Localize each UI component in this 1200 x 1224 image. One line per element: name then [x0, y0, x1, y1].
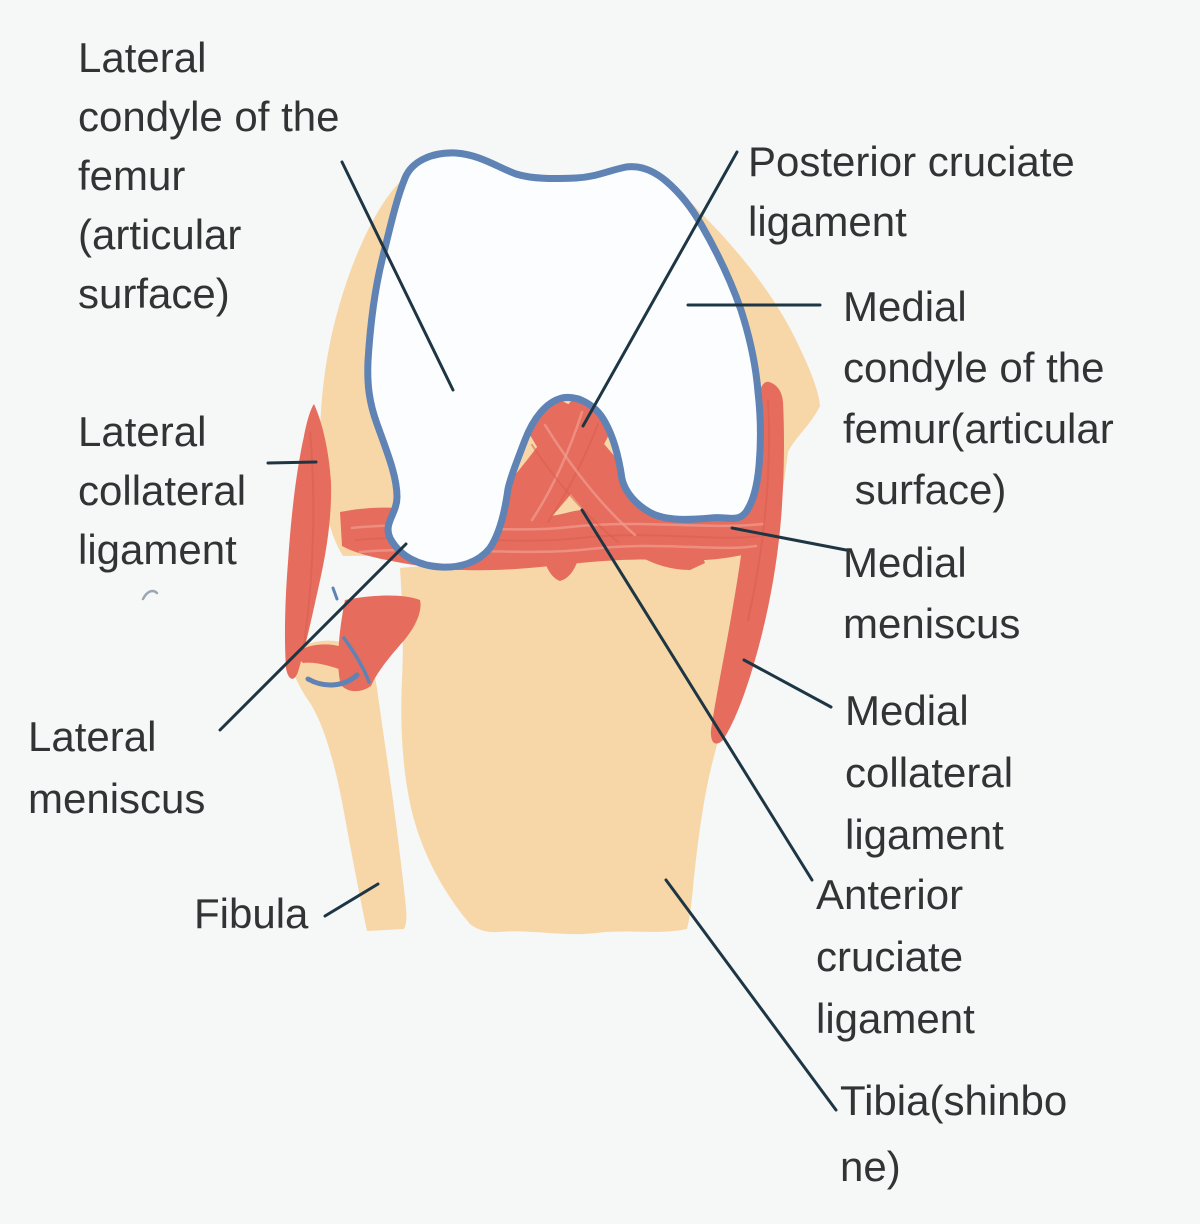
- lateral-collateral-ligament-shape: [284, 404, 332, 679]
- femur-condyles-outline: [364, 149, 764, 571]
- fibula-head-ligament-shape: [297, 644, 362, 675]
- label-lateral-condyle: Lateral condyle of the femur (articular …: [78, 34, 340, 317]
- leader-lateral-collateral: [266, 460, 318, 465]
- capsule-edge-accent: [331, 586, 339, 601]
- leader-lateral-condyle: [340, 160, 455, 392]
- leader-lateral-meniscus: [218, 542, 408, 732]
- fibula-head-outline-accent: [305, 672, 360, 688]
- anterior-cruciate-shape: [530, 400, 705, 570]
- label-lateral-collateral: Lateral collateral ligament: [78, 408, 247, 573]
- stray-mark: [141, 589, 159, 601]
- tibia-shape: [400, 540, 765, 935]
- label-medial-meniscus: Medial meniscus: [843, 539, 1021, 647]
- joint-outline-accents: [141, 586, 371, 688]
- leader-lines: [218, 150, 848, 1112]
- leader-posterior-cruciate: [581, 150, 739, 428]
- label-lateral-meniscus: Lateral meniscus: [28, 713, 206, 822]
- leader-tibia: [664, 878, 838, 1112]
- label-anterior-cruciate: Anterior cruciate ligament: [816, 871, 975, 1042]
- leader-anterior-cruciate: [580, 508, 814, 882]
- label-medial-condyle: Medial condyle of the femur(articular su…: [843, 283, 1114, 513]
- leader-medial-collateral: [742, 658, 833, 709]
- acl-insertion-shape: [542, 548, 580, 581]
- label-fibula: Fibula: [194, 890, 309, 937]
- tibiofibular-joint-accent: [342, 636, 371, 684]
- leader-medial-meniscus: [730, 526, 848, 552]
- label-posterior-cruciate: Posterior cruciate ligament: [748, 138, 1075, 245]
- leader-fibula: [323, 882, 380, 918]
- label-medial-collateral: Medial collateral ligament: [845, 687, 1014, 858]
- label-tibia: Tibia(shinbo ne): [840, 1077, 1068, 1190]
- medial-collateral-ligament-shape: [710, 381, 784, 744]
- fibula-shape: [290, 640, 407, 931]
